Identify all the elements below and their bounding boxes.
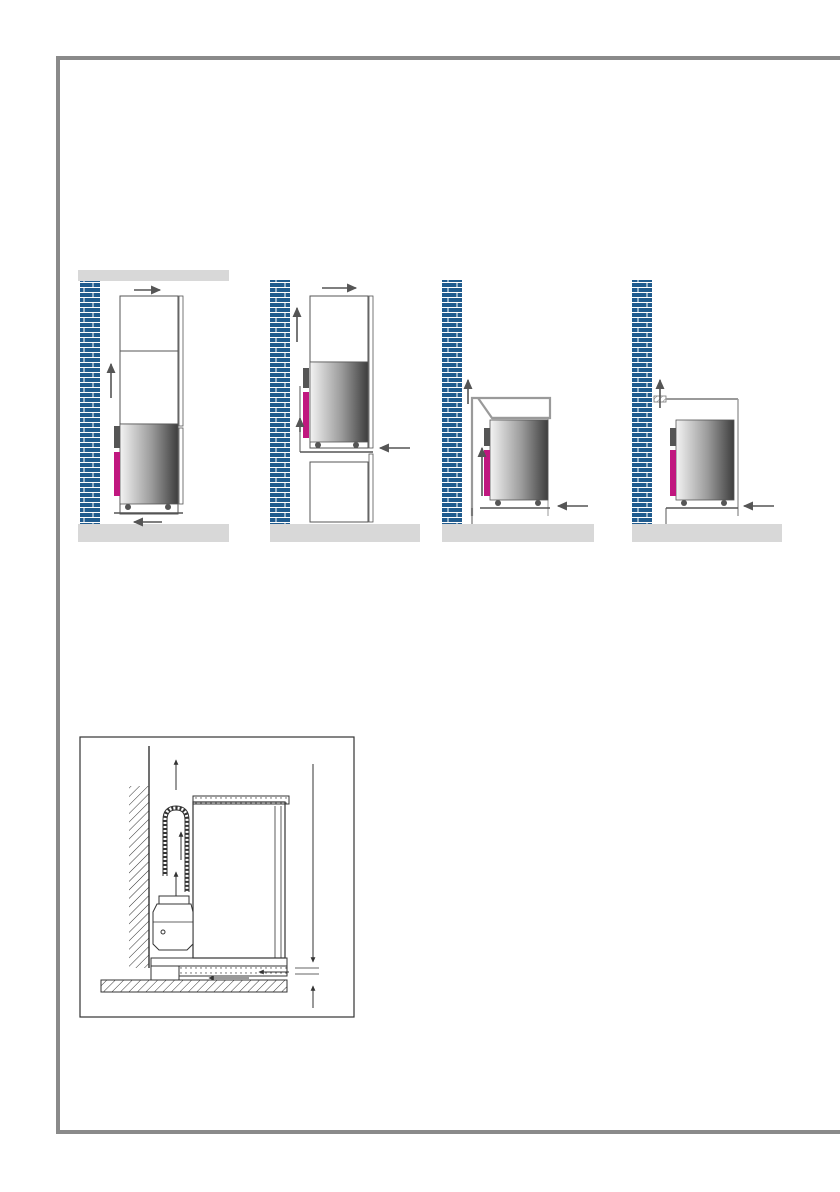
hatched-wall-icon — [129, 786, 149, 968]
figure-5-section-drawing — [79, 736, 355, 1020]
brick-wall-icon — [442, 280, 462, 524]
figure-1-built-in-column — [78, 268, 230, 544]
floor-icon — [78, 524, 229, 542]
floor-icon — [270, 524, 420, 542]
figure-4-under-counter — [632, 268, 784, 544]
appliance-icon — [310, 362, 368, 442]
appliance-icon — [153, 904, 193, 950]
figure-2-built-in-mid — [270, 268, 422, 544]
figure-3-under-frame — [442, 268, 594, 544]
appliance-icon — [120, 424, 178, 504]
appliance-icon — [490, 420, 548, 500]
appliance-icon — [676, 420, 734, 500]
brick-wall-icon — [80, 281, 100, 524]
floor-icon — [442, 524, 594, 542]
brick-wall-icon — [270, 280, 290, 524]
brick-wall-icon — [632, 280, 652, 524]
floor-icon — [632, 524, 782, 542]
ceiling — [78, 270, 229, 281]
